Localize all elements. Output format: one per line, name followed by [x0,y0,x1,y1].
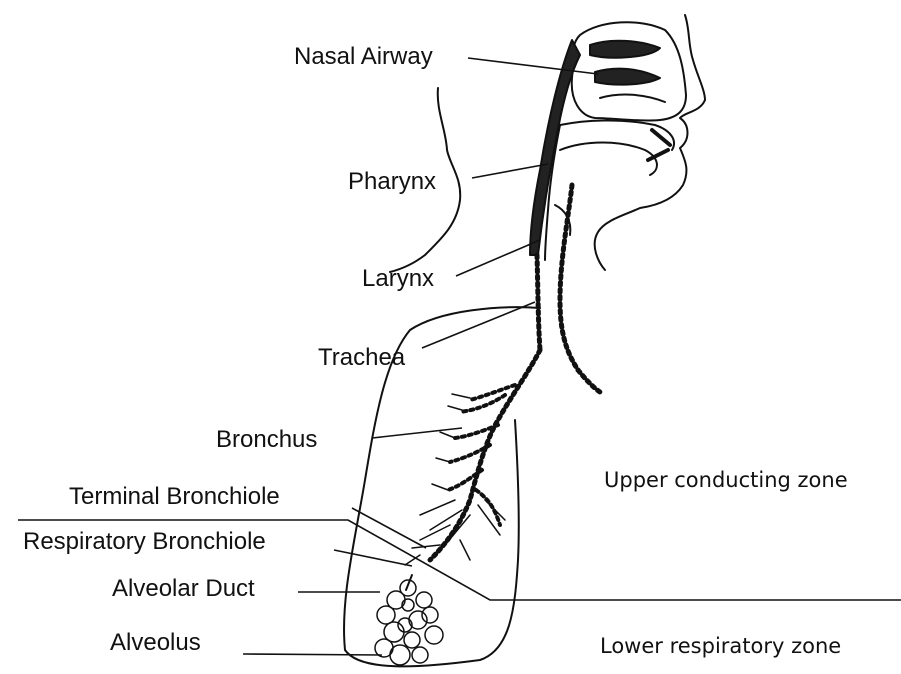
label-nasal-airway: Nasal Airway [294,45,433,69]
bronchial-twigs-upper [432,394,470,490]
nasal-concha-1 [590,41,660,58]
leader-pharynx [472,164,548,178]
main-bronchus [430,350,540,560]
label-respiratory-bronchiole: Respiratory Bronchiole [23,530,266,554]
label-terminal-bronchiole: Terminal Bronchiole [69,485,280,509]
trachea-left [537,255,540,350]
bronchiole-twigs [405,500,505,565]
alveolar-cluster [375,580,443,665]
label-bronchus: Bronchus [216,428,317,452]
label-larynx: Larynx [362,267,434,291]
leader-bronchus [372,428,462,438]
nasal-concha-3 [600,95,665,102]
alveolar-duct-stem [406,575,412,590]
leader-respiratory-bronchiole [334,550,412,566]
right-bronchus [578,370,600,392]
label-lower-zone: Lower respiratory zone [600,636,841,657]
label-upper-zone: Upper conducting zone [604,470,848,491]
leader-alveolus [243,654,382,655]
label-pharynx: Pharynx [348,170,436,194]
leader-larynx [456,240,540,276]
trachea-right [560,185,578,370]
label-trachea: Trachea [318,346,405,370]
label-alveolus: Alveolus [110,631,201,655]
tongue [560,143,657,176]
label-alveolar-duct: Alveolar Duct [112,577,255,601]
nasal-concha-2 [595,69,660,85]
